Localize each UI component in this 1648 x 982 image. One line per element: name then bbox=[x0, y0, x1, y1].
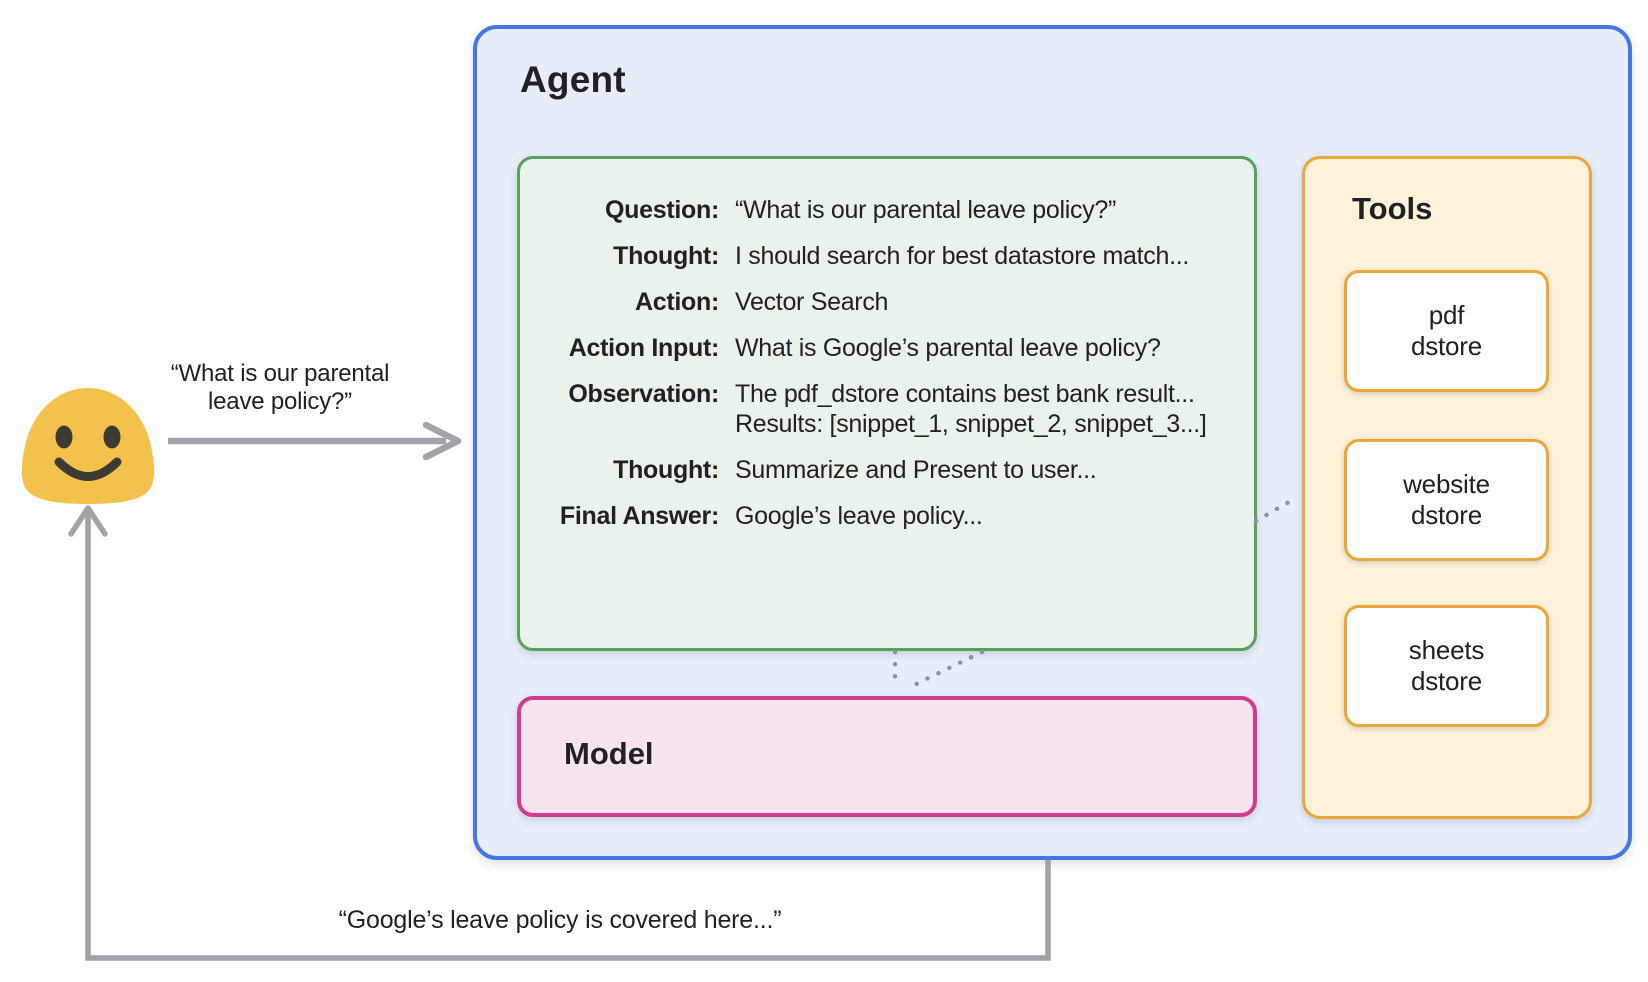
tool-label-line: sheets bbox=[1408, 635, 1485, 665]
tool-website-dstore: website dstore bbox=[1344, 439, 1549, 561]
model-title: Model bbox=[564, 736, 654, 771]
scratchpad-row-action: Action: Vector Search bbox=[520, 287, 1240, 317]
question-line-2: leave policy?” bbox=[208, 388, 352, 415]
row-label: Action Input: bbox=[568, 334, 720, 362]
row-label: Action: bbox=[635, 288, 719, 316]
tool-pdf-dstore: pdf dstore bbox=[1344, 270, 1549, 392]
row-value: Summarize and Present to user... bbox=[735, 456, 1097, 484]
response-arrowhead-icon bbox=[68, 505, 108, 537]
agent-title: Agent bbox=[520, 59, 626, 100]
observation-line-2: Results: [snippet_1, snippet_2, snippet_… bbox=[735, 410, 1207, 438]
row-label: Question: bbox=[605, 196, 719, 224]
scratchpad-row-action-input: Action Input: What is Google’s parental … bbox=[520, 333, 1240, 363]
observation-line-1: The pdf_dstore contains best bank result… bbox=[735, 380, 1195, 408]
row-label: Final Answer: bbox=[559, 502, 719, 530]
row-value: “What is our parental leave policy?” bbox=[735, 196, 1117, 224]
row-value: The pdf_dstore contains best bank result… bbox=[735, 379, 1207, 439]
row-value: Google’s leave policy... bbox=[735, 502, 983, 530]
scratchpad-row-final-answer: Final Answer: Google’s leave policy... bbox=[520, 501, 1240, 531]
row-label: Observation: bbox=[568, 380, 719, 408]
agent-container: Agent Question: “What is our parental le… bbox=[473, 25, 1632, 860]
model-container: Model bbox=[517, 696, 1257, 817]
scratchpad-row-observation: Observation: The pdf_dstore contains bes… bbox=[520, 379, 1240, 439]
scratchpad-row-question: Question: “What is our parental leave po… bbox=[520, 195, 1240, 225]
tool-label-line: pdf bbox=[1428, 300, 1465, 330]
tools-title: Tools bbox=[1352, 191, 1433, 226]
row-value: I should search for best datastore match… bbox=[735, 242, 1190, 270]
tool-label-line: dstore bbox=[1410, 500, 1483, 530]
row-value: What is Google’s parental leave policy? bbox=[735, 334, 1161, 362]
agent-answer-label: “Google’s leave policy is covered here..… bbox=[338, 906, 782, 934]
question-line-1: “What is our parental bbox=[170, 360, 390, 387]
request-arrow-icon bbox=[168, 421, 462, 461]
tool-label-line: website bbox=[1403, 469, 1490, 499]
user-question-label: “What is our parental leave policy?” bbox=[120, 360, 440, 416]
user-avatar bbox=[13, 385, 163, 507]
scratchpad-row-thought-1: Thought: I should search for best datast… bbox=[520, 241, 1240, 271]
tool-label-line: dstore bbox=[1410, 331, 1483, 361]
row-value: Vector Search bbox=[735, 288, 889, 316]
row-label: Thought: bbox=[613, 242, 719, 270]
react-scratchpad: Question: “What is our parental leave po… bbox=[517, 156, 1257, 651]
smiling-blob-emoji-icon bbox=[21, 388, 155, 504]
tool-label-line: dstore bbox=[1410, 666, 1483, 696]
tool-sheets-dstore: sheets dstore bbox=[1344, 605, 1549, 727]
tools-container: Tools pdf dstore website dstore sheets d… bbox=[1302, 156, 1592, 819]
row-label: Thought: bbox=[613, 456, 719, 484]
scratchpad-row-thought-2: Thought: Summarize and Present to user..… bbox=[520, 455, 1240, 485]
